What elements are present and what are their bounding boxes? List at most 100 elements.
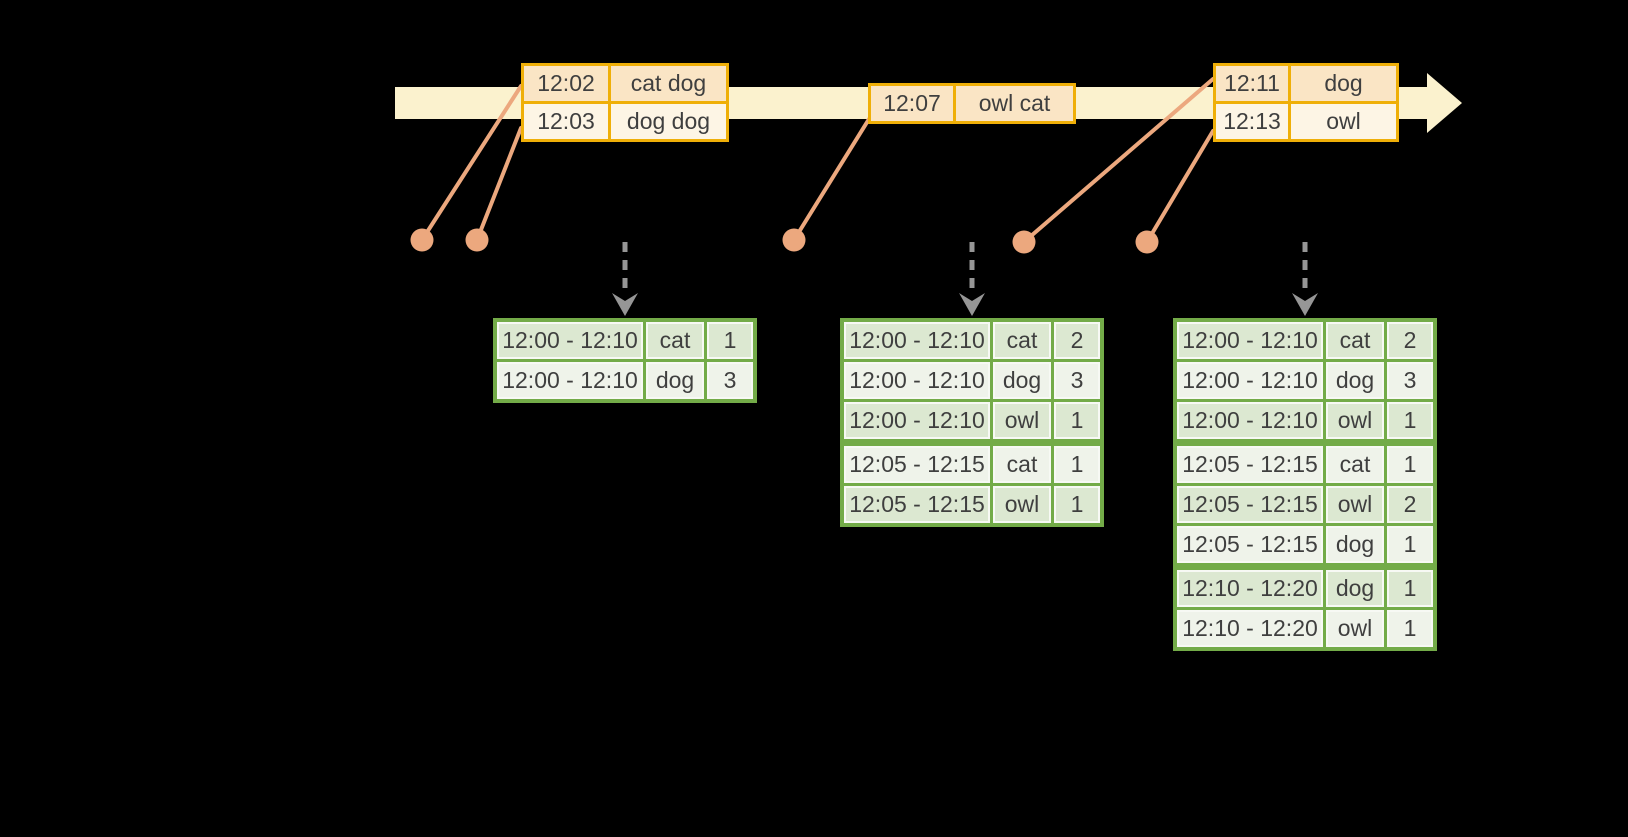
event-time-cell: 12:03 — [524, 104, 608, 139]
word-cell: dog — [1326, 570, 1384, 607]
dashed-down-arrow-icon — [612, 293, 638, 316]
window-cell: 12:05 - 12:15 — [1177, 526, 1323, 563]
window-cell: 12:00 - 12:10 — [497, 322, 643, 359]
word-cell: cat — [1326, 322, 1384, 359]
event-connector-line — [792, 117, 871, 242]
window-cell: 12:05 - 12:15 — [844, 486, 990, 523]
word-cell: cat — [646, 322, 704, 359]
word-cell: dog — [1326, 526, 1384, 563]
event-words-cell: dog — [1291, 66, 1396, 101]
event-time-dot — [1135, 230, 1159, 254]
event-words-cell: dog dog — [611, 104, 726, 139]
count-cell: 1 — [1054, 446, 1100, 483]
event-time-dot — [410, 228, 434, 252]
word-cell: dog — [993, 362, 1051, 399]
timeline-arrowhead-icon — [1427, 73, 1462, 133]
word-cell: cat — [993, 446, 1051, 483]
event-box: 12:11 dog 12:13 owl — [1213, 63, 1399, 142]
event-time-dot — [782, 228, 806, 252]
window-cell: 12:00 - 12:10 — [1177, 322, 1323, 359]
count-cell: 2 — [1054, 322, 1100, 359]
event-words-cell: owl — [1291, 104, 1396, 139]
window-cell: 12:10 - 12:20 — [1177, 610, 1323, 647]
word-cell: dog — [1326, 362, 1384, 399]
dashed-down-arrow-icon — [1292, 293, 1318, 316]
count-cell: 3 — [1387, 362, 1433, 399]
window-cell: 12:05 - 12:15 — [1177, 486, 1323, 523]
window-cell: 12:10 - 12:20 — [1177, 570, 1323, 607]
count-cell: 1 — [707, 322, 753, 359]
word-cell: owl — [1326, 486, 1384, 523]
word-cell: owl — [993, 402, 1051, 439]
count-cell: 1 — [1387, 610, 1433, 647]
window-cell: 12:05 - 12:15 — [844, 446, 990, 483]
event-time-cell: 12:02 — [524, 66, 608, 101]
event-row: 12:11 dog — [1216, 66, 1396, 101]
event-row: 12:13 owl — [1216, 104, 1396, 139]
count-cell: 1 — [1387, 526, 1433, 563]
count-cell: 1 — [1054, 486, 1100, 523]
window-cell: 12:05 - 12:15 — [1177, 446, 1323, 483]
event-time-dots — [410, 228, 1159, 254]
window-cell: 12:00 - 12:10 — [497, 362, 643, 399]
count-cell: 1 — [1387, 402, 1433, 439]
event-connector-lines — [420, 77, 1215, 244]
word-cell: owl — [1326, 610, 1384, 647]
word-cell: cat — [993, 322, 1051, 359]
event-time-dot — [465, 228, 489, 252]
event-row: 12:07 owl cat — [871, 86, 1073, 121]
event-connector-line — [1145, 129, 1215, 244]
event-time-cell: 12:07 — [871, 86, 953, 121]
event-connector-line — [1022, 77, 1215, 244]
event-row: 12:02 cat dog — [524, 66, 726, 101]
window-cell: 12:00 - 12:10 — [844, 402, 990, 439]
count-cell: 3 — [1054, 362, 1100, 399]
window-cell: 12:00 - 12:10 — [1177, 362, 1323, 399]
word-cell: cat — [1326, 446, 1384, 483]
count-cell: 2 — [1387, 322, 1433, 359]
count-cell: 1 — [1387, 446, 1433, 483]
word-cell: owl — [993, 486, 1051, 523]
trigger-arrows — [612, 242, 1318, 316]
word-cell: owl — [1326, 402, 1384, 439]
window-cell: 12:00 - 12:10 — [844, 322, 990, 359]
dashed-down-arrow-icon — [959, 293, 985, 316]
count-cell: 2 — [1387, 486, 1433, 523]
event-words-cell: owl cat — [956, 86, 1073, 121]
event-box: 12:02 cat dog 12:03 dog dog — [521, 63, 729, 142]
window-cell: 12:00 - 12:10 — [1177, 402, 1323, 439]
window-cell: 12:00 - 12:10 — [844, 362, 990, 399]
word-cell: dog — [646, 362, 704, 399]
event-box: 12:07 owl cat — [868, 83, 1076, 124]
event-words-cell: cat dog — [611, 66, 726, 101]
event-connector-line — [420, 84, 523, 242]
event-row: 12:03 dog dog — [524, 104, 726, 139]
count-cell: 1 — [1054, 402, 1100, 439]
event-time-dot — [1012, 230, 1036, 254]
